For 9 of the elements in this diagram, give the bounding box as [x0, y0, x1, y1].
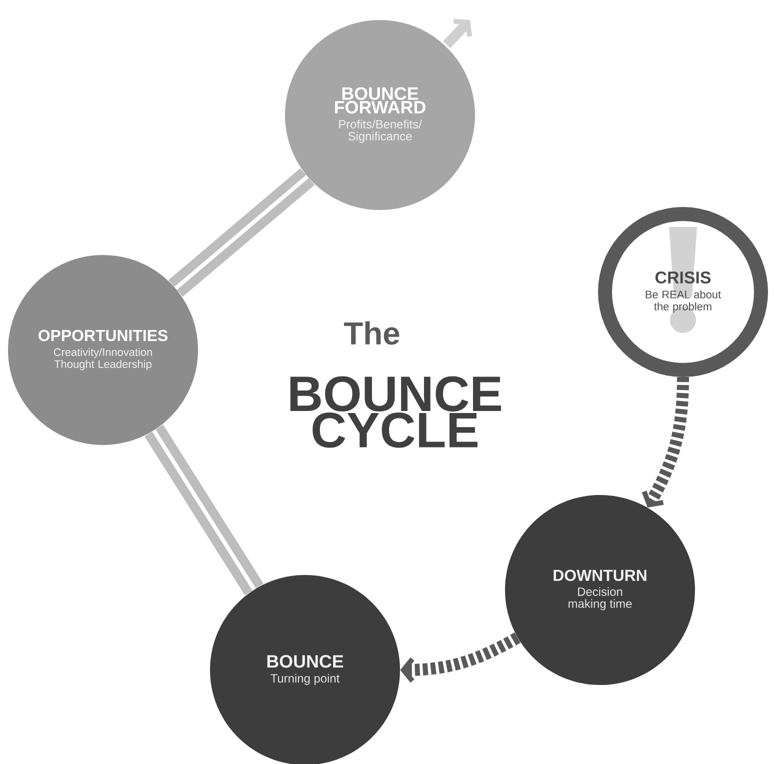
circle-node: BOUNCE FORWARD Profits/Benefits/ Significance: [285, 20, 475, 210]
arrow: [642, 376, 689, 508]
arrow: [400, 632, 520, 683]
arrow: [443, 18, 472, 48]
circle-node: OPPORTUNITIES Creativity/Innovation Thought Leadership: [8, 255, 198, 445]
circle-node: DOWNTURN Decision making time: [505, 495, 695, 685]
title-text: The: [344, 321, 400, 345]
circle-node: CRISIS Be REAL about the problem: [598, 207, 768, 377]
title-text: BOUNCE CYCLE: [290, 376, 501, 448]
